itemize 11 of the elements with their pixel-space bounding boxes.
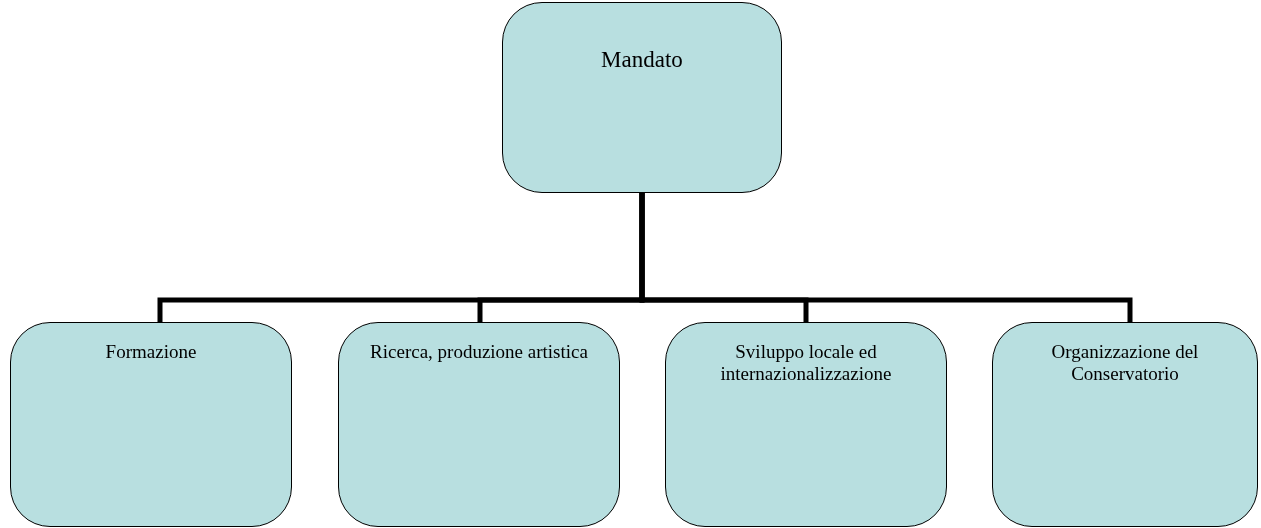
branch-box xyxy=(10,322,292,527)
branch-box xyxy=(665,322,947,527)
branch-box xyxy=(338,322,620,527)
branch-box xyxy=(992,322,1258,527)
root-box xyxy=(502,2,782,193)
box-label: Organizzazione del Conservatorio xyxy=(1050,341,1200,385)
box-label: Sviluppo locale ed internazionalizzazione xyxy=(719,341,893,385)
box-label: Ricerca, produzione artistica xyxy=(369,341,589,363)
box-label: Formazione xyxy=(104,341,198,363)
connector-line xyxy=(639,193,1133,322)
box-label: Mandato xyxy=(600,47,684,73)
